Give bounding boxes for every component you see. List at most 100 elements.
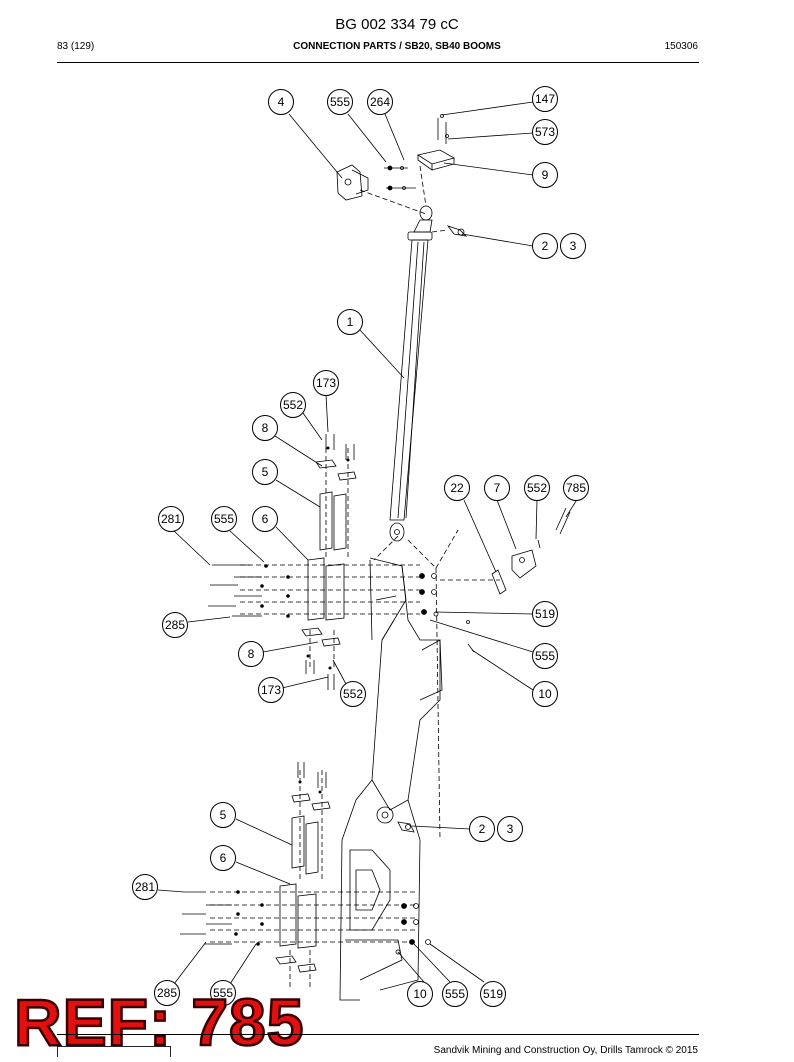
callout-circle bbox=[367, 89, 393, 115]
callout-circle bbox=[268, 89, 294, 115]
page-number: 83 (129) bbox=[57, 41, 95, 52]
ref-stamp: REF: 785 bbox=[13, 984, 305, 1061]
callout-circle bbox=[211, 506, 237, 532]
callout-519: 519 bbox=[480, 981, 506, 1007]
callout-circle bbox=[210, 802, 236, 828]
callout-label: 2 bbox=[542, 239, 549, 253]
callout-circle bbox=[238, 641, 264, 667]
callout-circle bbox=[532, 233, 558, 259]
callout-label: 5 bbox=[262, 465, 269, 479]
callout-22: 22 bbox=[444, 475, 470, 501]
callout-173: 173 bbox=[258, 677, 284, 703]
callout-285: 285 bbox=[154, 980, 180, 1006]
callout-label: 1 bbox=[347, 315, 354, 329]
callout-label: 8 bbox=[248, 647, 255, 661]
callout-519: 519 bbox=[532, 601, 558, 627]
callout-circle bbox=[532, 643, 558, 669]
date-code: 150306 bbox=[664, 41, 698, 52]
callout-label: 10 bbox=[538, 687, 552, 701]
callout-10: 10 bbox=[407, 981, 433, 1007]
assembly-guides bbox=[210, 165, 500, 990]
side-mount bbox=[419, 507, 571, 653]
copyright-text: Sandvik Mining and Construction Oy, Dril… bbox=[433, 1045, 698, 1056]
brand-logo bbox=[57, 1046, 171, 1057]
callout-circle bbox=[340, 681, 366, 707]
callout-label: 6 bbox=[220, 851, 227, 865]
callout-4: 4 bbox=[268, 89, 294, 115]
callout-281: 281 bbox=[158, 506, 184, 532]
callout-label: 147 bbox=[535, 92, 555, 106]
callout-6: 6 bbox=[252, 506, 278, 532]
callout-555: 555 bbox=[210, 980, 236, 1006]
callout-label: 555 bbox=[535, 649, 555, 663]
callout-label: 8 bbox=[262, 421, 269, 435]
lower-clamp bbox=[180, 762, 431, 973]
callout-label: 173 bbox=[316, 376, 336, 390]
callout-circle bbox=[252, 415, 278, 441]
callout-281: 281 bbox=[132, 874, 158, 900]
callout-circle bbox=[258, 677, 284, 703]
callout-circle bbox=[532, 119, 558, 145]
callout-555: 555 bbox=[211, 506, 237, 532]
callout-circle bbox=[444, 475, 470, 501]
section-title: CONNECTION PARTS / SB20, SB40 BOOMS bbox=[293, 41, 501, 52]
callout-label: 573 bbox=[535, 125, 555, 139]
callout-552: 552 bbox=[340, 681, 366, 707]
callout-label: 555 bbox=[445, 987, 465, 1001]
document-number: BG 002 334 79 cC bbox=[335, 16, 459, 33]
callout-circle bbox=[132, 874, 158, 900]
callout-circle bbox=[563, 475, 589, 501]
callout-label: 4 bbox=[278, 95, 285, 109]
callout-label: 519 bbox=[483, 987, 503, 1001]
callout-label: 22 bbox=[450, 481, 464, 495]
callout-circle bbox=[337, 309, 363, 335]
callout-circle bbox=[442, 981, 468, 1007]
callout-label: 552 bbox=[343, 687, 363, 701]
callout-6: 6 bbox=[210, 845, 236, 871]
callout-label: 281 bbox=[135, 880, 155, 894]
header-rule bbox=[57, 62, 699, 63]
callout-circle bbox=[497, 816, 523, 842]
callout-label: 552 bbox=[527, 481, 547, 495]
callout-circle bbox=[327, 89, 353, 115]
callout-circle bbox=[313, 370, 339, 396]
footer-rule bbox=[57, 1034, 699, 1035]
callout-label: 552 bbox=[283, 398, 303, 412]
callout-label: 519 bbox=[535, 607, 555, 621]
callout-label: 264 bbox=[370, 95, 390, 109]
callout-label: 9 bbox=[542, 168, 549, 182]
washer-dots bbox=[234, 446, 350, 946]
callout-circle bbox=[532, 86, 558, 112]
callout-label: 2 bbox=[479, 822, 486, 836]
callout-circle bbox=[469, 816, 495, 842]
callout-label: 285 bbox=[165, 618, 185, 632]
callout-2: 2 bbox=[469, 816, 495, 842]
callout-555: 555 bbox=[532, 643, 558, 669]
callout-circle bbox=[210, 845, 236, 871]
callout-8: 8 bbox=[238, 641, 264, 667]
callout-circle bbox=[484, 475, 510, 501]
callout-5: 5 bbox=[210, 802, 236, 828]
callout-circle bbox=[210, 980, 236, 1006]
callout-circle bbox=[252, 506, 278, 532]
callout-label: 3 bbox=[507, 822, 514, 836]
callout-552: 552 bbox=[280, 392, 306, 418]
callout-circle bbox=[407, 981, 433, 1007]
callout-10: 10 bbox=[532, 681, 558, 707]
callout-2: 2 bbox=[532, 233, 558, 259]
callout-label: 555 bbox=[214, 512, 234, 526]
callout-circle bbox=[532, 681, 558, 707]
callout-264: 264 bbox=[367, 89, 393, 115]
callout-circle bbox=[252, 459, 278, 485]
callout-8: 8 bbox=[252, 415, 278, 441]
callout-label: 10 bbox=[413, 987, 427, 1001]
callout-1: 1 bbox=[337, 309, 363, 335]
callout-label: 173 bbox=[261, 683, 281, 697]
callout-285: 285 bbox=[162, 612, 188, 638]
callout-9: 9 bbox=[532, 162, 558, 188]
callout-label: 7 bbox=[494, 481, 501, 495]
leader-lines bbox=[157, 101, 579, 985]
callout-label: 6 bbox=[262, 512, 269, 526]
boom-body bbox=[339, 557, 443, 1001]
